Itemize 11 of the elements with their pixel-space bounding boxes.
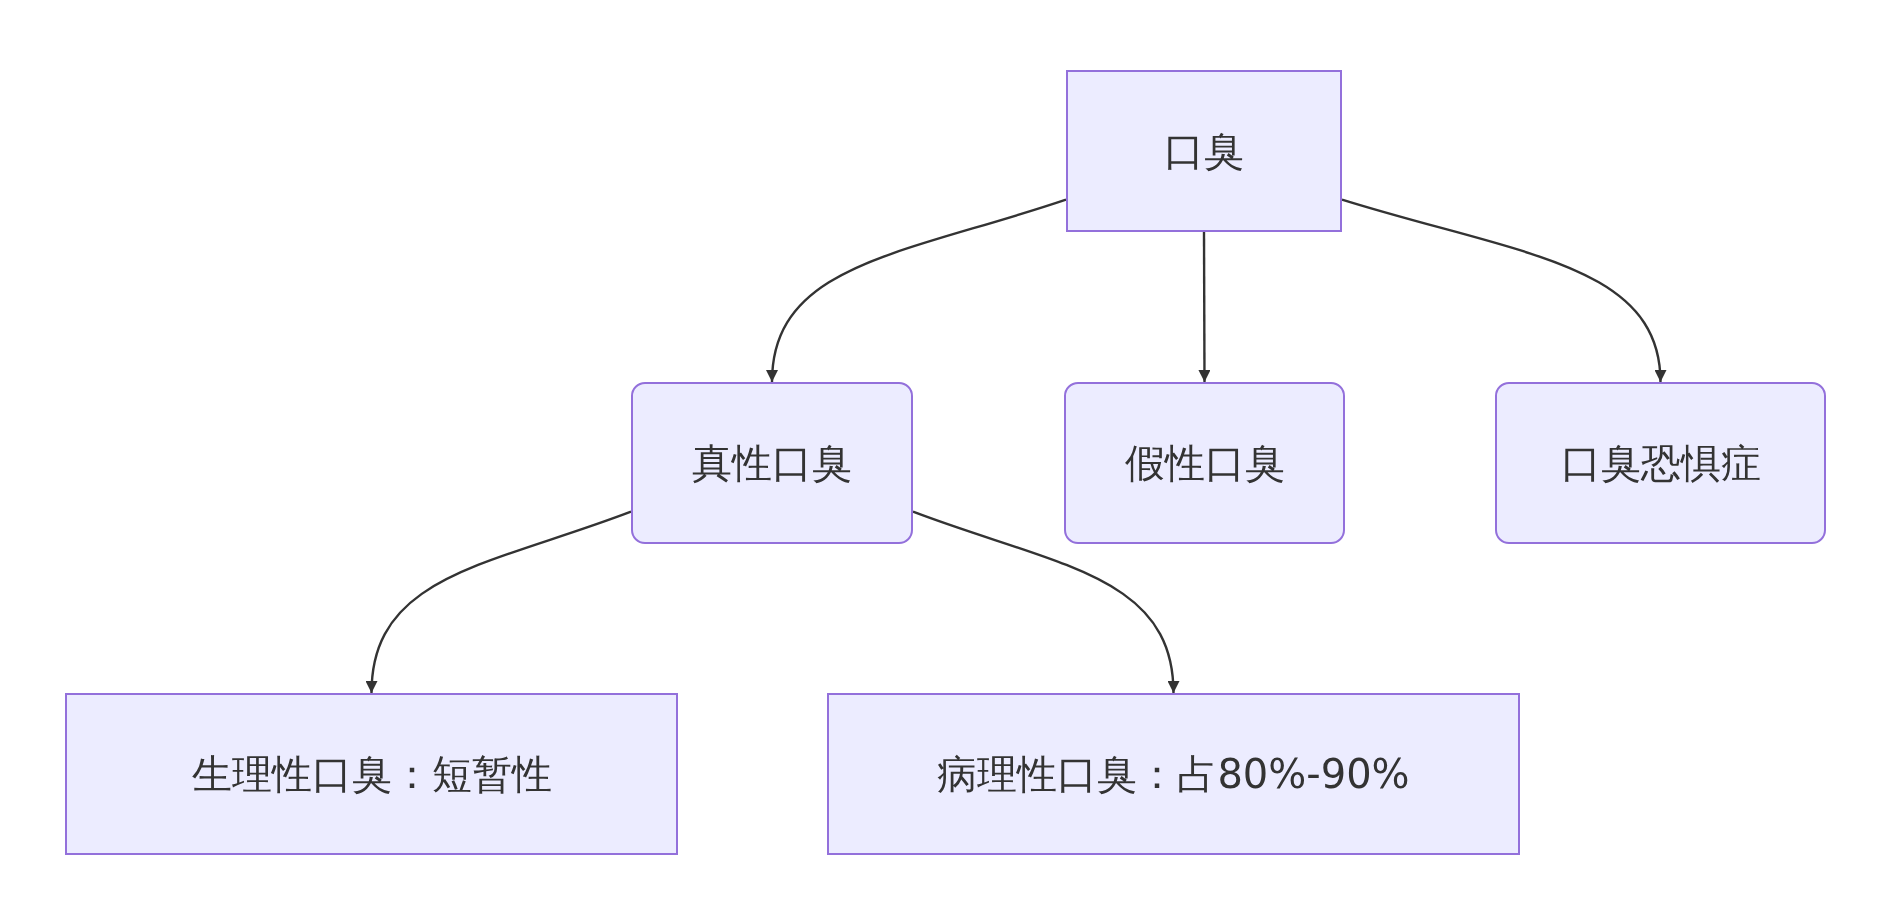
arrow: [767, 198, 1067, 383]
process-box: 病理性口臭：占80%-90%: [827, 693, 1520, 855]
process-box: 生理性口臭：短暂性: [65, 693, 678, 855]
arrow: [1198, 232, 1211, 382]
rounded-box: 真性口臭: [631, 382, 913, 544]
process-box: 口臭: [1066, 70, 1342, 232]
rounded-box: 口臭恐惧症: [1495, 382, 1826, 544]
arrow: [366, 510, 632, 694]
arrow: [912, 510, 1179, 694]
arrow: [1341, 198, 1666, 383]
rounded-box: 假性口臭: [1064, 382, 1345, 544]
